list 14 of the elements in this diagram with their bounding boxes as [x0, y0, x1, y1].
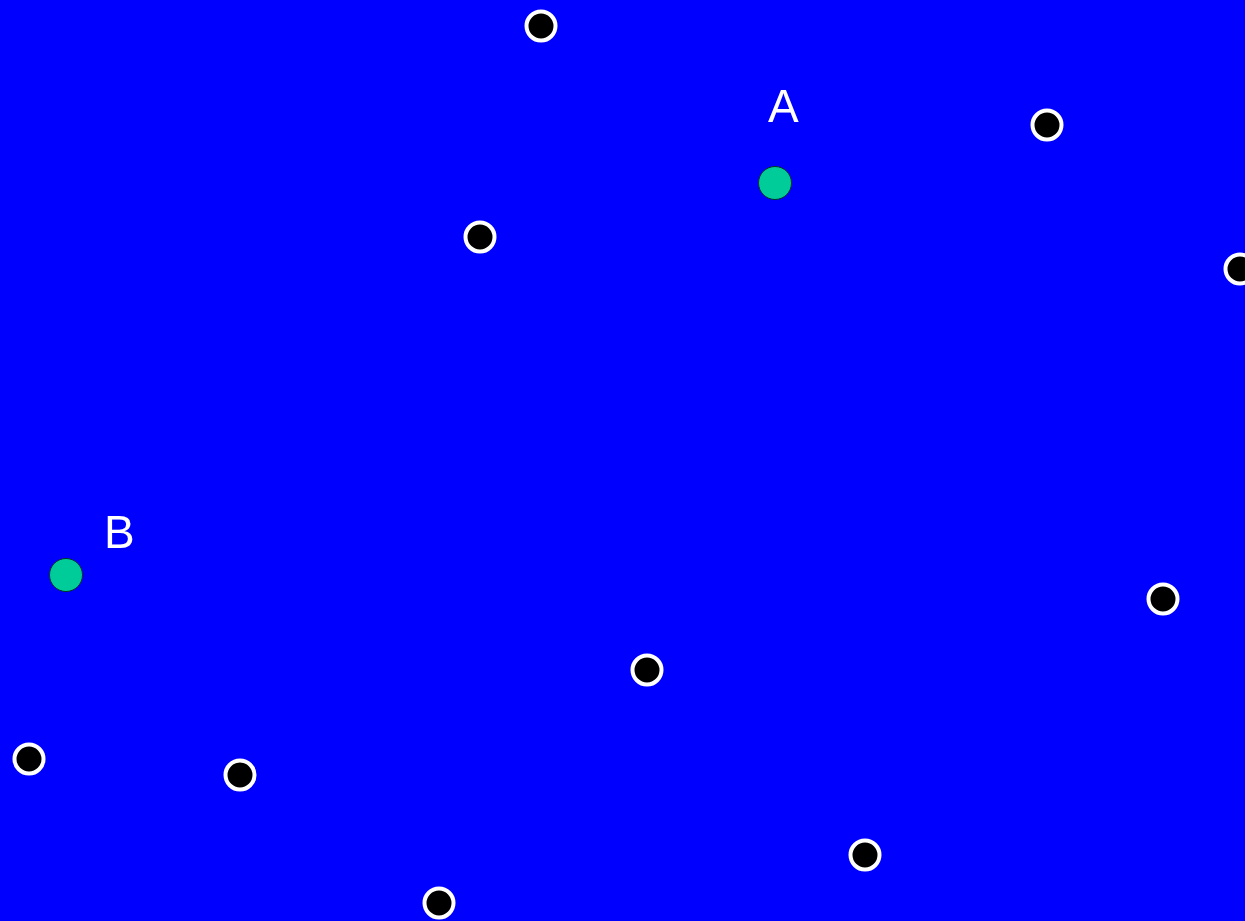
- point-label: B: [104, 509, 135, 555]
- point-label: A: [768, 83, 799, 129]
- point-marker: [524, 9, 558, 43]
- point-marker: [630, 653, 664, 687]
- point-marker: [422, 886, 456, 920]
- point-marker: [1146, 582, 1180, 616]
- point-marker: [1223, 252, 1245, 286]
- point-marker: [12, 742, 46, 776]
- location-marker: [758, 166, 792, 200]
- point-marker: [223, 758, 257, 792]
- point-marker: [848, 838, 882, 872]
- point-marker: [463, 220, 497, 254]
- location-marker: [49, 558, 83, 592]
- point-marker: [1030, 108, 1064, 142]
